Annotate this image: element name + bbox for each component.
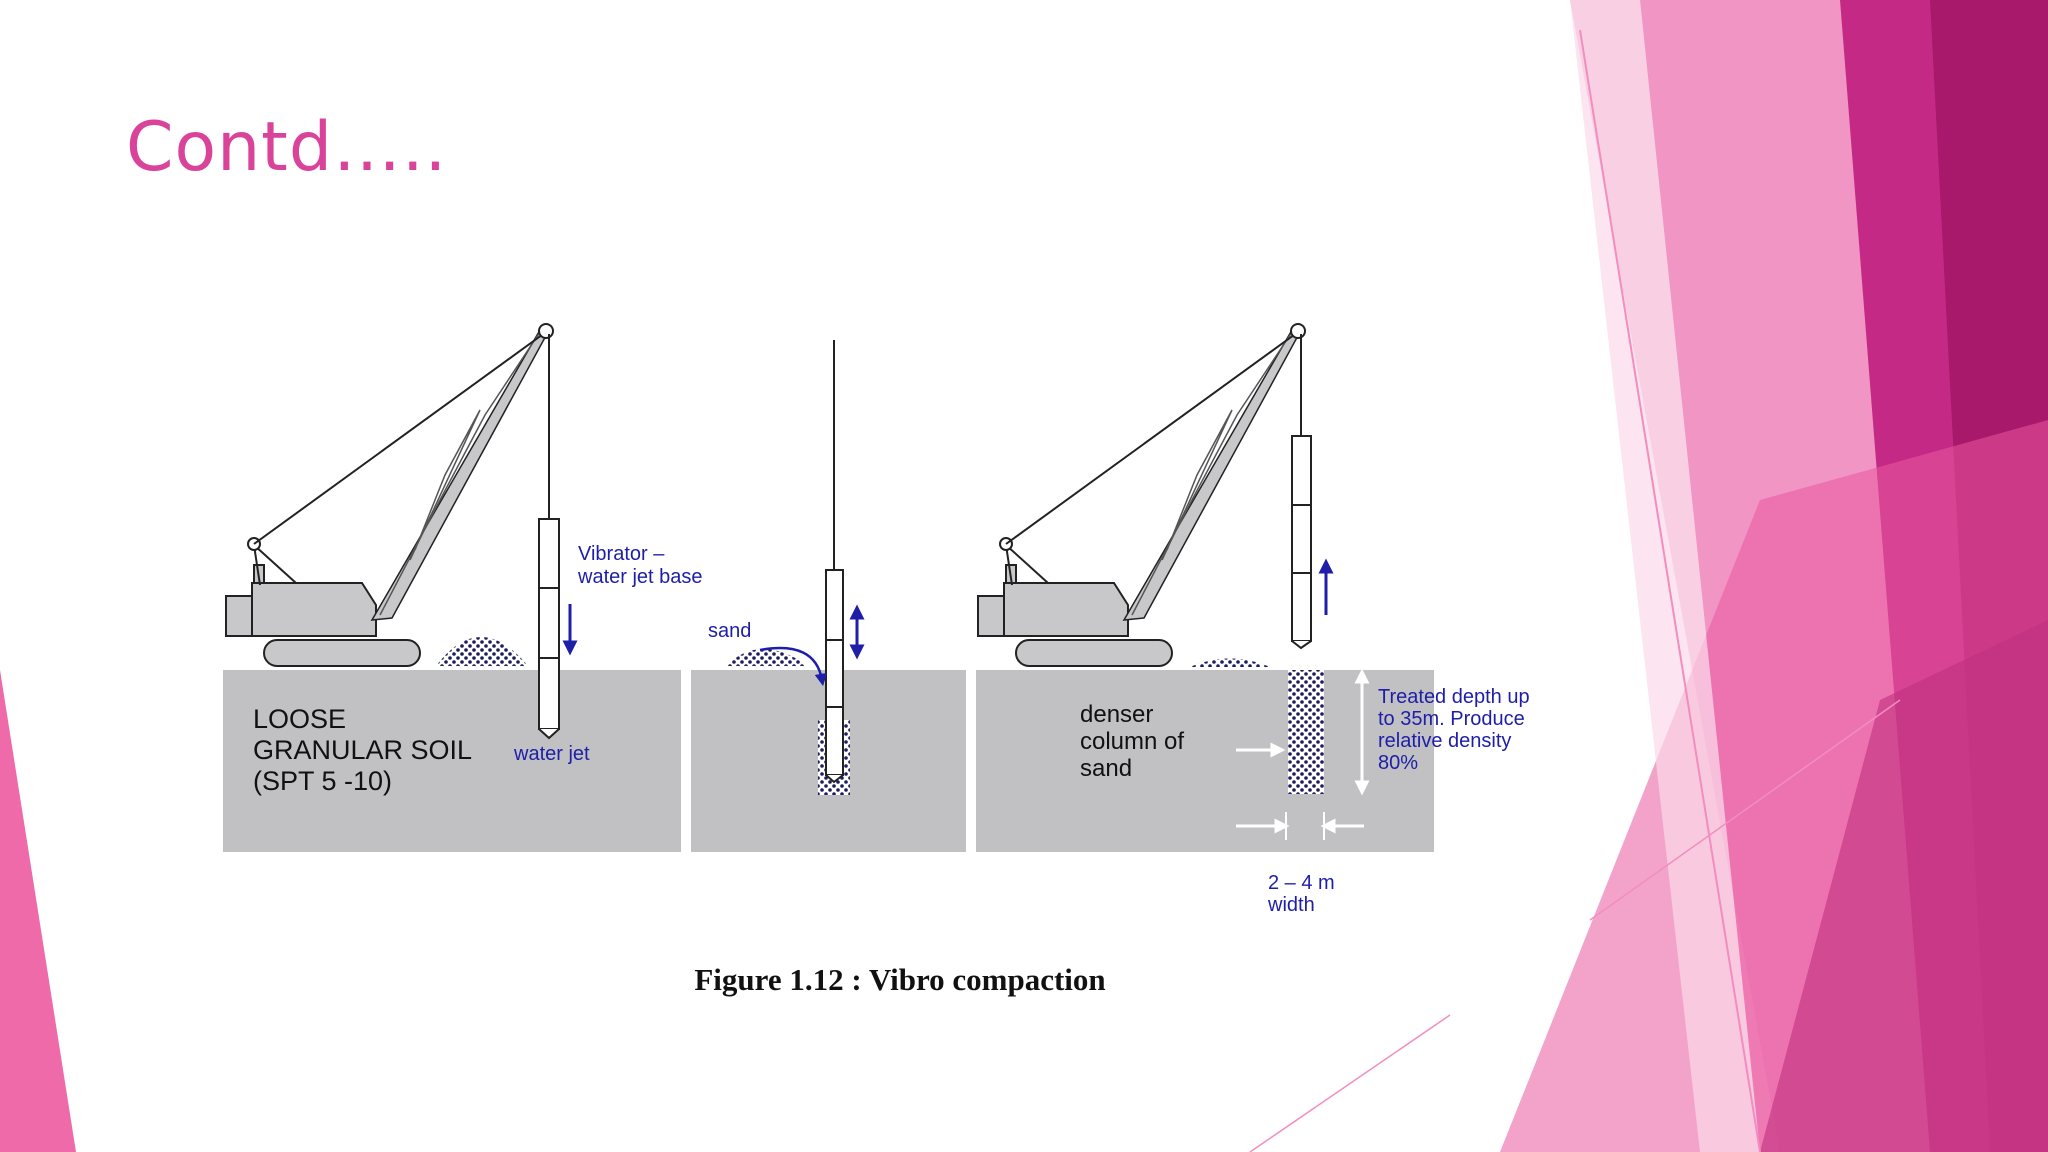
- ground-block-1: [223, 670, 681, 852]
- label-soil-3: (SPT 5 -10): [253, 766, 392, 796]
- label-treated-4: 80%: [1378, 752, 1418, 774]
- crane-1: [225, 323, 578, 740]
- slide-title: Contd…..: [126, 108, 448, 187]
- label-denser-2: column of: [1080, 728, 1184, 755]
- label-treated-1: Treated depth up: [1378, 686, 1530, 708]
- label-width-2: width: [1267, 894, 1315, 916]
- label-denser-1: denser: [1080, 701, 1153, 728]
- label-denser-3: sand: [1080, 755, 1132, 782]
- label-soil-1: LOOSE: [253, 704, 346, 734]
- crane-2: [977, 323, 1370, 840]
- label-treated-2: to 35m. Produce: [1378, 708, 1525, 730]
- figure-caption: Figure 1.12 : Vibro compaction: [694, 962, 1106, 997]
- decor-right: [1249, 0, 2048, 1152]
- ground-block-3: [976, 670, 1434, 852]
- panel-2: [726, 340, 865, 795]
- decor-left: [0, 670, 76, 1152]
- label-water-jet: water jet: [513, 743, 590, 765]
- diagram-labels: Vibrator – water jet base water jet LOOS…: [253, 543, 1530, 916]
- label-sand: sand: [708, 620, 751, 642]
- label-vibrator-1: Vibrator –: [578, 543, 665, 565]
- label-soil-2: GRANULAR SOIL: [253, 735, 472, 765]
- label-vibrator-2: water jet base: [577, 566, 703, 588]
- label-width-1: 2 – 4 m: [1268, 872, 1335, 894]
- label-treated-3: relative density: [1378, 730, 1511, 752]
